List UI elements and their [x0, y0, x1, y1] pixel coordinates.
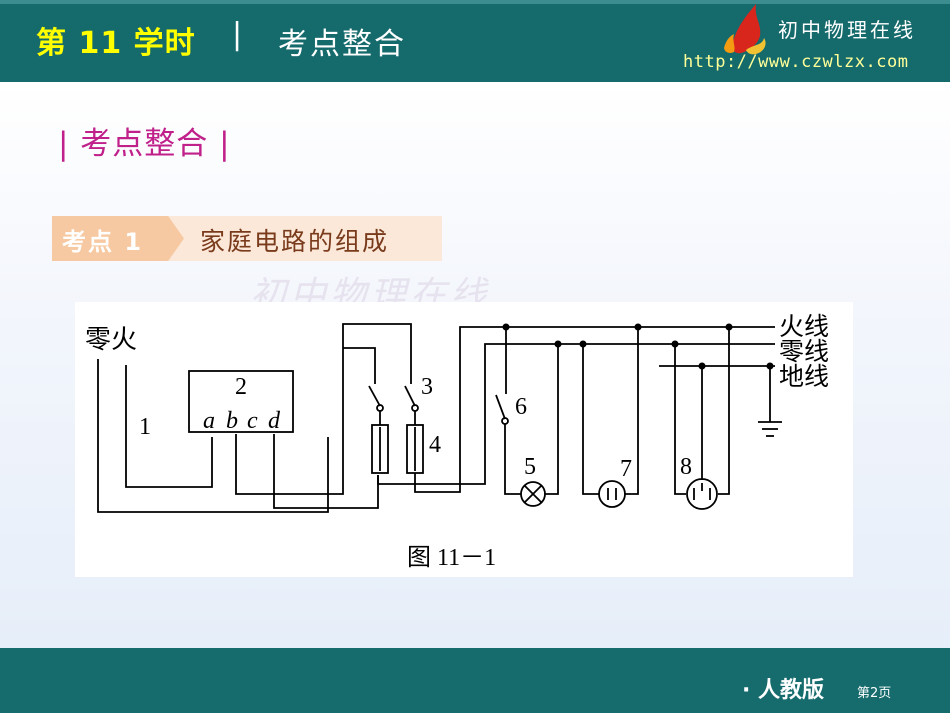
main-switch-label: 3 — [421, 374, 433, 400]
section-title: | 考点整合 | — [58, 126, 231, 162]
knowledge-point-badge — [52, 216, 184, 261]
main-switch-right-contact — [411, 404, 419, 412]
lesson-title: 第 11 学时 — [36, 26, 196, 61]
two-hole-socket-symbol — [598, 480, 626, 508]
knowledge-point-label: 考点 1 — [62, 228, 144, 256]
junction-dot — [766, 362, 774, 370]
lamp-switch-contact — [501, 417, 509, 425]
three-hole-socket-label: 8 — [680, 454, 692, 480]
neutral-supply-wire — [97, 359, 329, 513]
header-bar — [0, 0, 950, 82]
figure-caption: 图 11－1 — [407, 545, 496, 571]
wire-label: 1 — [139, 414, 151, 440]
terminal-d: d — [268, 408, 281, 434]
site-logo — [664, 0, 950, 82]
main-switch-left-blade — [368, 385, 381, 407]
footer-bar — [0, 648, 950, 713]
junction-dot — [554, 340, 562, 348]
knowledge-point-title: 家庭电路的组成 — [200, 227, 390, 256]
junction-dot — [579, 340, 587, 348]
neutral-line-label: 零线 — [779, 338, 829, 366]
flame-logo-icon — [724, 4, 766, 55]
edition-label: · 人教版 — [742, 678, 825, 703]
meter-label: 2 — [235, 374, 247, 400]
brand-name: 初中物理在线 — [778, 18, 916, 42]
meter-neutral-output — [273, 434, 379, 509]
three-hole-socket-live-wire — [718, 327, 730, 495]
two-hole-socket-label: 7 — [620, 456, 632, 482]
household-circuit-diagram: 零火 2 a b c d 1 3 4 6 5 7 8 火线 零线 地线 图 11… — [75, 302, 853, 577]
main-switch-left-contact — [376, 404, 384, 412]
junction-dot — [502, 323, 510, 331]
main-switch-right-blade — [404, 385, 416, 407]
live-line-label: 火线 — [779, 313, 829, 341]
lamp-switch-label: 6 — [515, 394, 527, 420]
lamp-live-wire — [504, 424, 521, 495]
lamp-switch-blade — [495, 394, 506, 420]
supply-label: 零火 — [85, 325, 137, 354]
fuse-label: 4 — [429, 432, 441, 458]
live-distribution-wire — [414, 326, 775, 493]
fuse-left — [371, 424, 389, 474]
two-hole-socket-neutral-wire — [582, 344, 599, 495]
circuit-svg: 零火 2 a b c d 1 3 4 6 5 7 8 火线 零线 地线 图 11… — [85, 313, 829, 571]
earth-line-label: 地线 — [779, 363, 829, 391]
header-topic: 考点整合 — [278, 27, 406, 62]
header-separator: | — [232, 17, 243, 52]
junction-dot — [698, 362, 706, 370]
neutral-distribution-wire — [377, 343, 775, 485]
junction-dot — [671, 340, 679, 348]
terminal-b: b — [226, 408, 238, 434]
site-url: http://www.czwlzx.com — [683, 52, 909, 72]
terminal-c: c — [247, 408, 258, 434]
main-switch-left-wire — [343, 347, 376, 384]
header-top-line — [0, 0, 950, 4]
junction-dot — [634, 323, 642, 331]
two-hole-socket-live-wire — [625, 327, 639, 495]
junction-dot — [725, 323, 733, 331]
meter-live-output — [235, 323, 412, 495]
energy-meter-box — [188, 370, 294, 433]
three-hole-socket-symbol — [686, 478, 718, 510]
lamp-label: 5 — [524, 454, 536, 480]
page-number: 第2页 — [857, 686, 892, 701]
lamp-neutral-wire — [545, 344, 559, 495]
live-supply-wire — [125, 365, 213, 488]
terminal-a: a — [203, 408, 215, 434]
three-hole-socket-neutral-wire — [674, 344, 686, 495]
